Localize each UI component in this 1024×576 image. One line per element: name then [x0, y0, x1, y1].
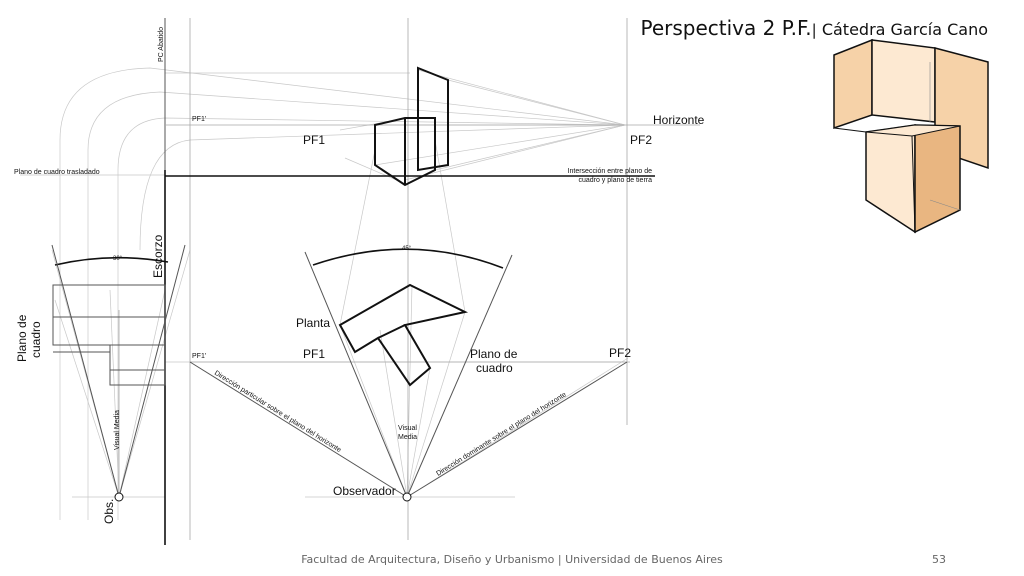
label-angle-30: 30° [113, 256, 123, 262]
main-lines [164, 124, 700, 545]
label-pf1-bottom: PF1 [303, 347, 325, 361]
label-pf1-prime-top: PF1' [192, 116, 206, 123]
observer-points [114, 492, 412, 502]
block-left-side [833, 38, 873, 130]
label-visual-media-left: Visual Media [114, 410, 121, 450]
label-interseccion-2: cuadro y plano de tierra [578, 177, 652, 184]
label-planta: Planta [296, 316, 330, 330]
title-separator: | [811, 21, 817, 39]
label-visual-media-mid-1: Visual [398, 425, 417, 432]
label-horizonte: Horizonte [653, 113, 705, 127]
footer-text: Facultad de Arquitectura, Diseño y Urban… [301, 553, 723, 566]
label-pf2-bottom: PF2 [609, 346, 631, 360]
label-pf1-top: PF1 [303, 133, 325, 147]
title-subtitle: Cátedra García Cano [821, 20, 988, 39]
label-pc-abatido: PC Abatido [158, 27, 165, 62]
label-plano-cuadro-mid-1: Plano de [470, 347, 518, 361]
shaded-volume-illustration [833, 38, 989, 234]
label-plano-cuadro-trasladado: Plano de cuadro trasladado [14, 169, 100, 176]
title-main: Perspectiva 2 P.F. [640, 16, 812, 40]
label-escorzo: Escorzo [151, 234, 165, 278]
block-lower-side [914, 124, 961, 234]
obs-point-left [114, 492, 124, 502]
label-plano-cuadro-mid-2: cuadro [476, 361, 513, 375]
label-visual-media-mid-2: Media [398, 434, 417, 441]
block-lower-front [865, 124, 916, 234]
obs-point-center [402, 492, 412, 502]
page-number: 53 [932, 553, 946, 566]
angle-fans [51, 244, 628, 498]
vertical-guides [118, 18, 628, 540]
label-obs: Obs. [102, 499, 116, 524]
label-pf2-top: PF2 [630, 133, 652, 147]
label-direccion-dominante: Dirección dominante sobre el plano del h… [435, 391, 567, 477]
label-plano-cuadro-left-1: Plano de [15, 314, 29, 362]
block-lower-top [865, 124, 961, 137]
label-pf1-prime-bottom: PF1' [192, 353, 206, 360]
block-front [871, 39, 936, 123]
diagram-labels: PC Abatido PF1' PF1 PF2 Horizonte Plano … [14, 27, 705, 524]
perspective-object [374, 66, 449, 187]
label-observador: Observador [333, 484, 396, 498]
label-angle-45: 45° [402, 246, 412, 252]
planta-shape [338, 283, 469, 387]
label-plano-cuadro-left-2: cuadro [29, 321, 43, 358]
plano-cuadro-box [52, 284, 166, 386]
slide-title: Perspectiva 2 P.F.| Cátedra García Cano [640, 16, 988, 40]
label-interseccion-1: Intersección entre plano de [568, 168, 653, 175]
label-direccion-particular: Dirección particular sobre el plano del … [213, 370, 342, 454]
